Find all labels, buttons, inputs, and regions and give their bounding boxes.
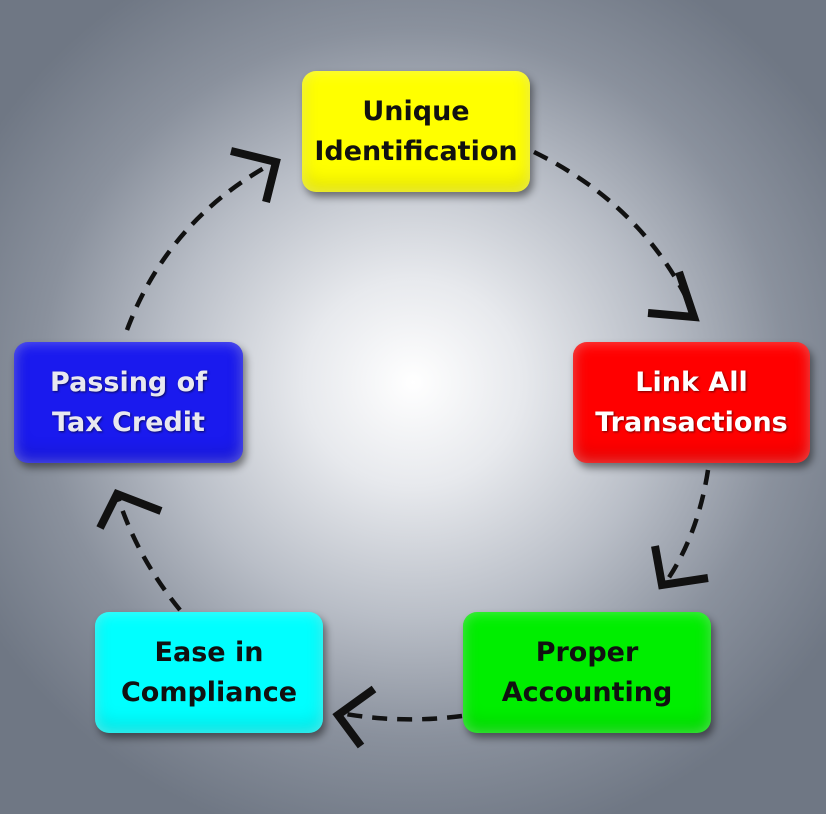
edge-link-to-proper <box>651 469 711 590</box>
arrowhead-icon <box>332 685 377 749</box>
edge-passing-to-unique <box>124 147 281 331</box>
arrowhead-icon <box>651 545 709 590</box>
node-proper-accounting: Proper Accounting <box>463 612 711 733</box>
node-unique-identification: Unique Identification <box>302 71 530 192</box>
node-ease-in-compliance: Ease in Compliance <box>95 612 323 733</box>
node-passing-of-tax-credit: Passing of Tax Credit <box>14 342 243 463</box>
edge-unique-to-link <box>533 149 700 322</box>
node-label: Ease in Compliance <box>120 636 298 708</box>
node-link-all-transactions: Link All Transactions <box>573 342 810 463</box>
node-label: Unique Identification <box>314 95 518 167</box>
node-label: Passing of Tax Credit <box>50 366 207 438</box>
edge-proper-to-ease <box>332 685 463 749</box>
arrowhead-icon <box>230 147 281 203</box>
arrowhead-icon <box>96 488 163 530</box>
arrowhead-icon <box>647 270 700 322</box>
node-label: Proper Accounting <box>501 636 673 708</box>
edge-ease-to-passing <box>96 488 182 612</box>
node-label: Link All Transactions <box>595 366 788 438</box>
